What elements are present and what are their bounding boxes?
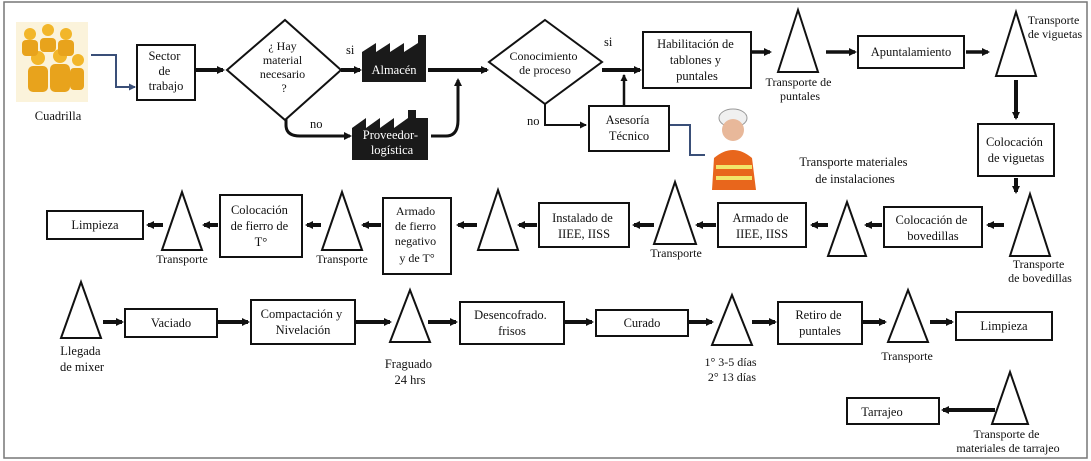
armado-fierro-label: Armado de fierro negativo y de T° bbox=[395, 204, 439, 265]
colocacion-viguetas-label: Colocación de viguetas bbox=[986, 135, 1046, 165]
edge-conocimiento-asesoria bbox=[544, 102, 587, 129]
fraguado-label: Fraguado 24 hrs bbox=[385, 357, 435, 387]
transporte-bovedillas-label: Transporte de bovedillas bbox=[1008, 257, 1072, 285]
transporte-retiro-triangle bbox=[886, 287, 930, 343]
transporte-triangle-row2 bbox=[476, 186, 520, 251]
habilitacion-label: Habilitación de tablones y puntales bbox=[657, 37, 737, 83]
si-label-1: si bbox=[346, 43, 355, 57]
curado-triangle bbox=[710, 292, 754, 346]
limpieza-2-box bbox=[955, 311, 1053, 341]
factory-icon bbox=[362, 35, 426, 82]
limpieza-2-label: Limpieza bbox=[980, 319, 1028, 333]
transporte-bovedillas-triangle bbox=[1008, 190, 1052, 257]
connectors bbox=[91, 48, 1020, 414]
transporte-instalaciones-triangle bbox=[826, 198, 868, 257]
edge-proveedor-up bbox=[431, 78, 462, 138]
transporte-left2-label: Transporte bbox=[316, 252, 368, 266]
instalado-iiee-label: Instalado de IIEE, IISS bbox=[552, 211, 616, 241]
colocacion-viguetas-box bbox=[977, 123, 1055, 177]
llegada-mixer-label: Llegada de mixer bbox=[60, 344, 105, 374]
armado-iiee-box bbox=[717, 202, 807, 248]
limpieza-1-label: Limpieza bbox=[71, 218, 119, 232]
transporte-instalaciones-label: Transporte materiales de instalaciones bbox=[799, 155, 910, 186]
no-label-1: no bbox=[310, 117, 323, 131]
no-label-2: no bbox=[527, 114, 540, 128]
limpieza-1-box bbox=[46, 210, 144, 240]
tarrajeo-label: Tarrajeo bbox=[861, 405, 902, 419]
apuntalamiento-label: Apuntalamiento bbox=[871, 45, 952, 59]
edge-asesoria-engineer bbox=[670, 124, 705, 156]
desencofrado-label: Desencofrado. frisos bbox=[474, 308, 550, 338]
transporte-left1-label: Transporte bbox=[156, 252, 208, 266]
transporte-tarrajeo-triangle bbox=[990, 368, 1030, 425]
colocacion-bovedillas-box bbox=[883, 206, 983, 248]
almacen-label: Almacén bbox=[371, 63, 417, 77]
colocacion-fierro-box bbox=[219, 194, 303, 258]
transporte-left1-triangle bbox=[160, 188, 204, 251]
transporte-tarrajeo-label: Transporte de materiales de tarrajeo bbox=[956, 427, 1059, 455]
curado-box bbox=[595, 309, 689, 337]
sector-label: Sector de trabajo bbox=[148, 49, 183, 93]
si-label-2: si bbox=[604, 35, 613, 49]
curado-label: Curado bbox=[624, 316, 661, 330]
conocimiento-diamond bbox=[487, 18, 604, 106]
vaciado-label: Vaciado bbox=[151, 316, 191, 330]
compactacion-label: Compactación y Nivelación bbox=[261, 307, 346, 337]
colocacion-fierro-label: Colocación de fierro de T° bbox=[231, 203, 292, 249]
transporte-mid-label: Transporte bbox=[650, 246, 702, 260]
armado-iiee-label: Armado de IIEE, IISS bbox=[732, 211, 791, 241]
sector-box bbox=[136, 44, 196, 101]
habilitacion-box bbox=[642, 31, 752, 89]
curado-dias-label: 1° 3-5 días 2° 13 días bbox=[704, 355, 759, 384]
hay-material-diamond bbox=[225, 18, 343, 122]
instalado-iiee-box bbox=[538, 202, 630, 248]
armado-fierro-box bbox=[382, 197, 452, 275]
transporte-viguetas-label: Transporte de viguetas bbox=[1028, 13, 1083, 41]
asesoria-label: Asesoría Técnico bbox=[606, 113, 653, 143]
tarrajeo-box bbox=[846, 397, 940, 425]
llegada-mixer-triangle bbox=[59, 279, 103, 339]
asesoria-box bbox=[588, 105, 670, 152]
edge-cuadrilla-sector bbox=[91, 54, 136, 91]
cuadrilla-label: Cuadrilla bbox=[35, 109, 82, 123]
edge-decision-proveedor bbox=[284, 108, 352, 140]
transporte-retiro-label: Transporte bbox=[881, 349, 933, 363]
retiro-box bbox=[777, 301, 863, 345]
compactacion-box bbox=[250, 299, 356, 345]
desencofrado-box bbox=[459, 301, 565, 345]
hay-material-label: ¿ Hay material necesario ? bbox=[260, 39, 308, 95]
transporte-left2-triangle bbox=[320, 188, 364, 251]
engineer-icon bbox=[712, 108, 756, 190]
factory-icon bbox=[352, 110, 428, 160]
conocimiento-label: Conocimiento de proceso bbox=[510, 49, 581, 77]
vaciado-box bbox=[124, 308, 218, 338]
transporte-puntales-triangle bbox=[776, 6, 820, 73]
diagram-frame bbox=[3, 1, 1088, 459]
worker-group-icon bbox=[16, 22, 88, 102]
apuntalamiento-box bbox=[857, 35, 965, 69]
transporte-viguetas-triangle bbox=[994, 8, 1038, 77]
retiro-label: Retiro de puntales bbox=[795, 308, 844, 338]
colocacion-bovedillas-label: Colocación de bovedillas bbox=[896, 213, 971, 243]
transporte-mid-triangle bbox=[652, 178, 698, 245]
fraguado-triangle bbox=[388, 287, 432, 343]
transporte-puntales-label: Transporte de puntales bbox=[766, 75, 835, 103]
proveedor-label: Proveedor- logística bbox=[363, 128, 421, 157]
